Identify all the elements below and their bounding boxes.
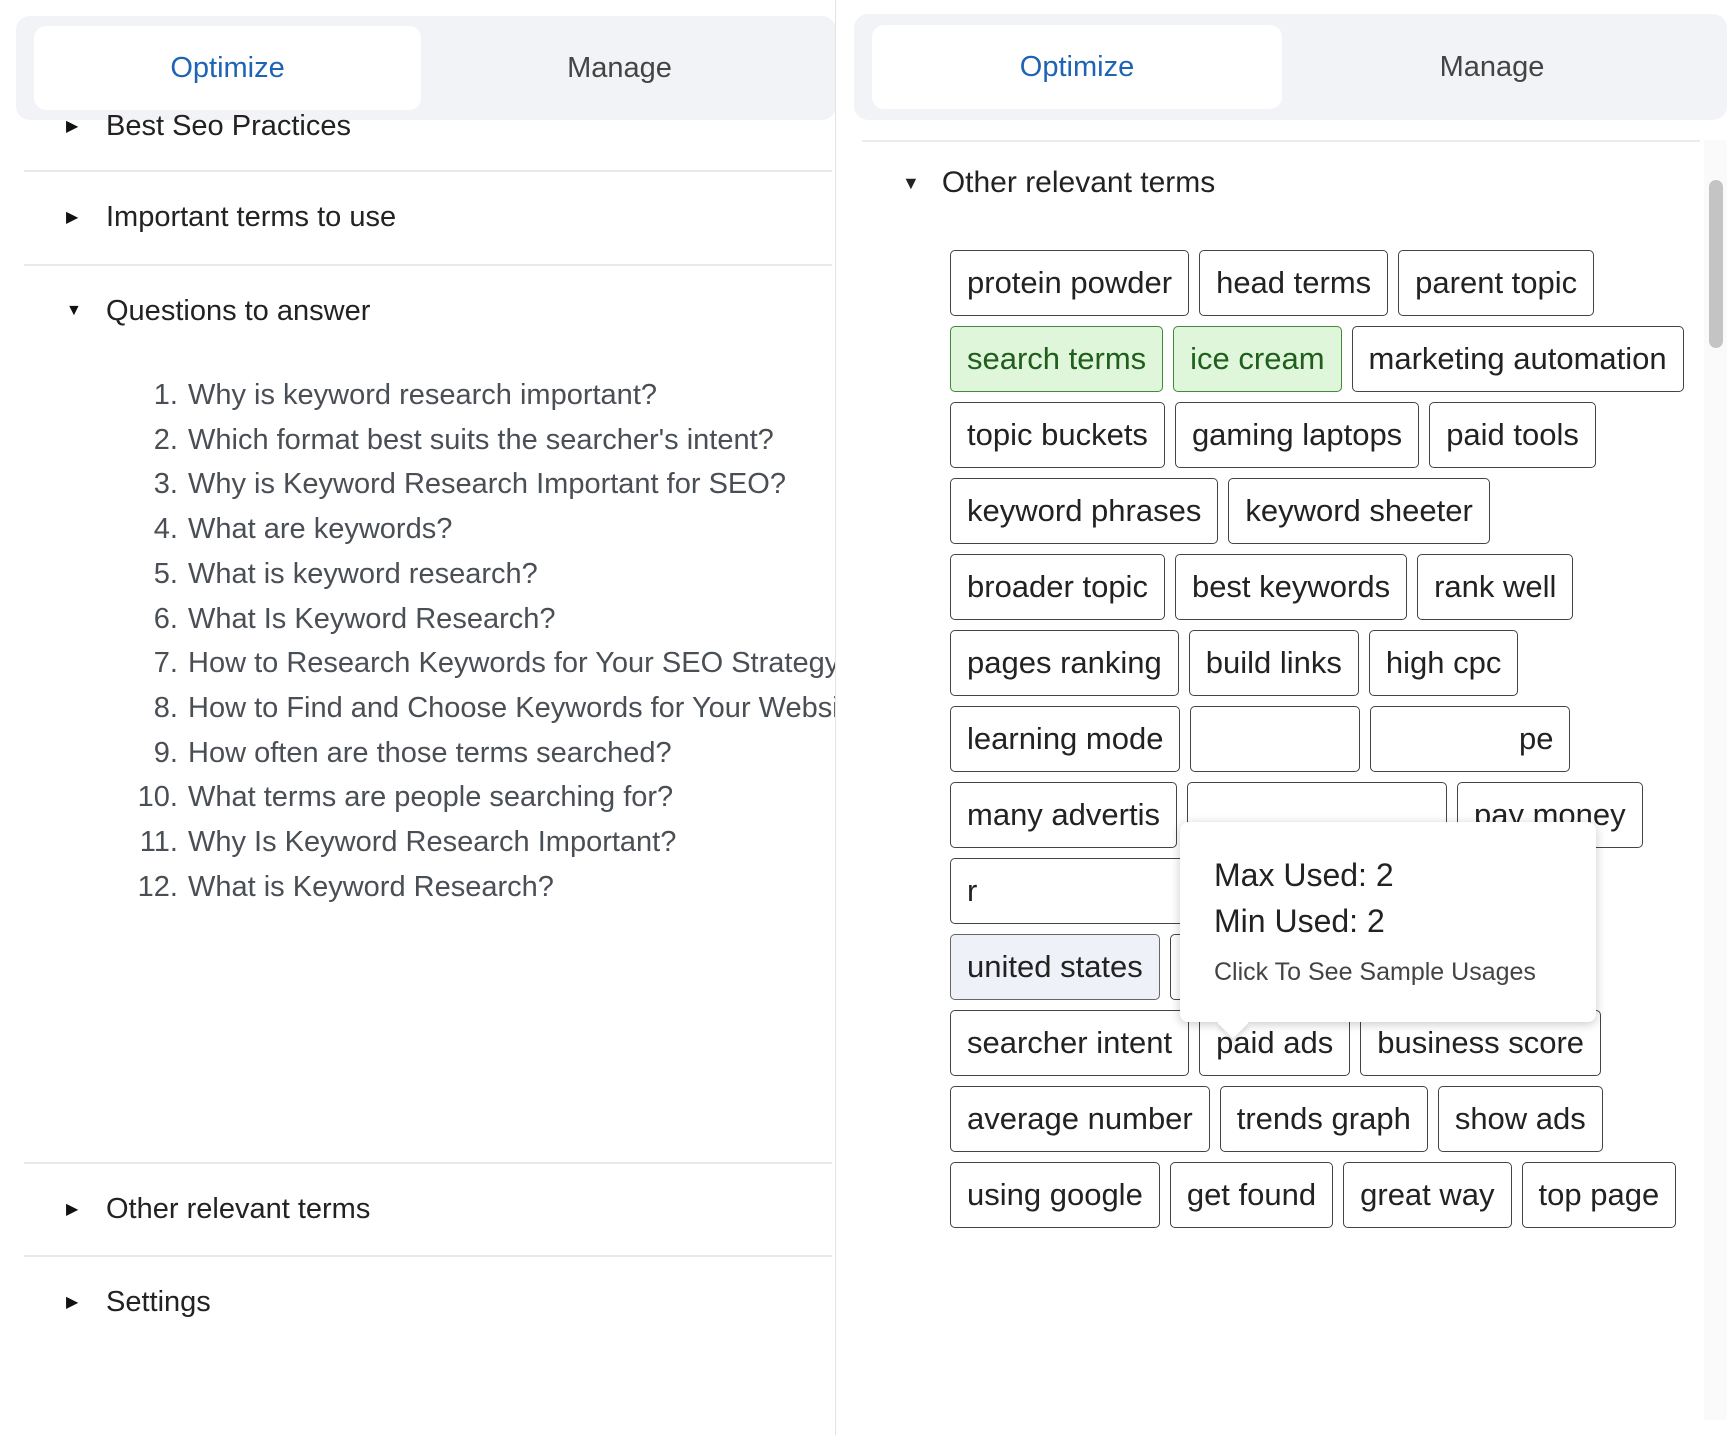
term-chip[interactable]: keyword phrases [950,478,1219,544]
section-best-seo-practices[interactable]: ▶ Best Seo Practices [24,86,835,166]
question-item: How often are those terms searched? [186,731,835,776]
section-label: Other relevant terms [941,166,1216,199]
divider [24,264,832,266]
divider [24,1162,832,1164]
term-chip[interactable]: broader topic [950,554,1165,620]
question-item: Why Is Keyword Research Important? [186,820,835,865]
term-chip[interactable]: get found [1169,1162,1334,1228]
term-chip[interactable]: marketing automation [1351,326,1684,392]
section-label: Questions to answer [106,294,371,327]
question-item: Why is keyword research important? [186,373,835,418]
tab-manage[interactable]: Manage [1439,50,1545,83]
caret-right-icon: ▶ [66,209,79,226]
left-panel: Optimize Manage ▶ Best Seo Practices ▶ I… [0,0,835,1435]
term-chip[interactable]: search terms [950,326,1164,392]
question-item: What Is Keyword Research? [186,597,835,642]
scrollbar-thumb[interactable] [1709,180,1723,348]
term-chip[interactable]: best keywords [1174,554,1408,620]
term-chip[interactable]: parent topic [1398,250,1595,316]
question-item: Which format best suits the searcher's i… [186,418,835,463]
term-chip[interactable]: paid tools [1429,402,1596,468]
question-item: What is keyword research? [186,552,835,597]
term-chip[interactable]: show ads [1437,1086,1603,1152]
caret-down-icon: ▼ [66,302,82,319]
scrollbar-track[interactable] [1704,140,1727,1420]
term-chip[interactable]: many advertis [950,782,1177,848]
question-item: What terms are people searching for? [186,775,835,820]
right-panel: Optimize Manage ▼ Other relevant terms p… [836,0,1727,1435]
term-chip[interactable]: average number [950,1086,1210,1152]
panel-divider [835,0,836,1435]
section-label: Important terms to use [106,200,397,233]
tooltip-max-used: Max Used: 2 [1214,857,1394,893]
term-chip[interactable] [1190,706,1361,772]
term-chip[interactable]: build links [1188,630,1359,696]
term-chip[interactable]: keyword sheeter [1228,478,1490,544]
term-chip[interactable]: ice cream [1173,326,1342,392]
term-chip[interactable]: gaming laptops [1174,402,1420,468]
term-chip[interactable]: great way [1343,1162,1512,1228]
section-label: Other relevant terms [106,1192,371,1225]
term-chip[interactable]: head terms [1199,250,1389,316]
term-chip[interactable]: searcher intent [950,1010,1190,1076]
section-settings[interactable]: ▶ Settings [24,1262,835,1342]
left-tab-bar: Optimize Manage [16,16,835,120]
divider [24,1255,832,1257]
section-label: Settings [106,1285,211,1318]
section-other-relevant-terms[interactable]: ▼ Other relevant terms [902,166,1215,200]
term-chip[interactable]: trends graph [1219,1086,1428,1152]
section-important-terms[interactable]: ▶ Important terms to use [24,177,835,257]
caret-right-icon: ▶ [66,118,79,135]
caret-right-icon: ▶ [66,1201,79,1218]
question-item: How to Research Keywords for Your SEO St… [186,641,835,686]
question-item: Why is Keyword Research Important for SE… [186,462,835,507]
term-chip[interactable]: high cpc [1368,630,1519,696]
tooltip-hint: Click To See Sample Usages [1214,958,1536,986]
caret-right-icon: ▶ [66,1294,79,1311]
question-item: What is Keyword Research? [186,865,835,910]
section-other-relevant-terms[interactable]: ▶ Other relevant terms [24,1169,835,1249]
section-label: Best Seo Practices [106,109,351,142]
term-chip[interactable]: protein powder [950,250,1190,316]
tab-optimize[interactable]: Optimize [872,25,1282,109]
tooltip-min-used: Min Used: 2 [1214,903,1385,939]
term-chip[interactable]: pages ranking [950,630,1179,696]
term-chip[interactable]: learning mode [950,706,1181,772]
tab-manage[interactable]: Manage [567,51,672,84]
term-chip[interactable]: pe [1370,706,1571,772]
term-usage-tooltip: Max Used: 2 Min Used: 2 Click To See Sam… [1180,822,1596,1039]
question-item: What are keywords? [186,507,835,552]
term-chip[interactable]: top page [1521,1162,1677,1228]
term-chip[interactable]: using google [950,1162,1160,1228]
term-chip[interactable]: rank well [1417,554,1574,620]
caret-down-icon: ▼ [902,172,920,193]
term-chip[interactable]: topic buckets [950,402,1165,468]
term-chip[interactable]: united states [950,934,1160,1000]
questions-list: Why is keyword research important? Which… [118,373,835,909]
divider [24,170,832,172]
tab-optimize[interactable]: Optimize [34,26,422,110]
right-tab-bar: Optimize Manage [854,14,1727,120]
divider [862,140,1700,142]
section-questions-to-answer[interactable]: ▼ Questions to answer [24,271,835,351]
question-item: How to Find and Choose Keywords for Your… [186,686,835,731]
